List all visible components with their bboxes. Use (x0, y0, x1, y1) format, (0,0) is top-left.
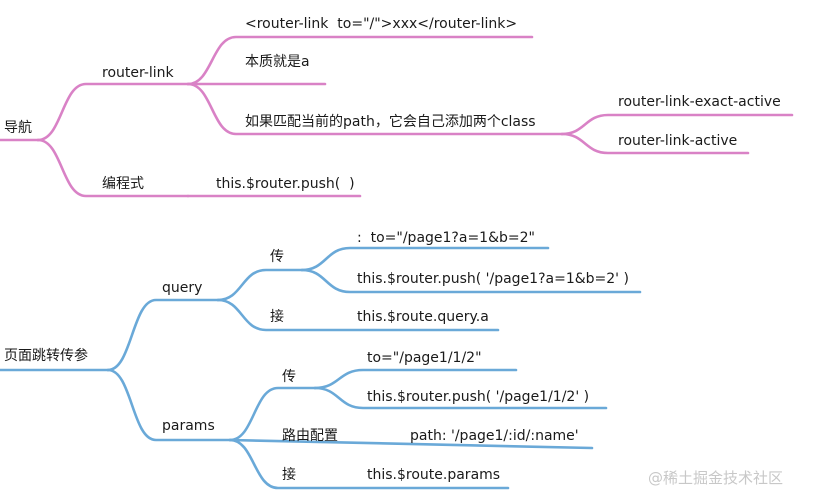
programmatic-label: 编程式 (102, 176, 144, 192)
nav-to-programmatic-line (36, 138, 190, 198)
query-pass-push-label: this.$router.push( '/page1?a=1&b=2' ) (357, 271, 629, 287)
query-pass-label: 传 (270, 249, 284, 265)
query-receive-value: this.$route.query.a (357, 309, 489, 325)
router-link-to-match-line (186, 82, 564, 136)
class-exact-active-label: router-link-exact-active (618, 94, 781, 110)
jump-branch-lines (0, 246, 642, 490)
params-route-config-label: 路由配置 (282, 428, 338, 444)
nav-root-label: 导航 (4, 120, 32, 136)
programmatic-call-label: this.$router.push( ) (216, 176, 355, 192)
params-pass-to-push-line (313, 386, 608, 410)
match-to-active-line (560, 132, 750, 155)
class-active-label: router-link-active (618, 133, 737, 149)
router-link-syntax-label: <router-link to="/">xxx</router-link> (245, 16, 517, 32)
query-to-pass-line (216, 268, 304, 302)
params-to-pass-line (228, 386, 317, 442)
params-to-route-config-line (228, 438, 594, 450)
params-pass-to-attr-line (313, 368, 518, 390)
params-to-receive-line (228, 438, 510, 490)
query-pass-attr-label: : to="/page1?a=1&b=2" (357, 230, 535, 246)
params-label: params (162, 418, 215, 434)
jump-to-params-line (106, 368, 232, 442)
watermark-label: @稀土掘金技术社区 (648, 469, 783, 487)
nav-to-router-link-line (36, 82, 190, 142)
jump-to-query-line (106, 298, 220, 372)
params-receive-value: this.$route.params (367, 467, 500, 483)
params-pass-push-label: this.$router.push( '/page1/1/2' ) (367, 389, 589, 405)
match-to-exact-active-line (560, 113, 794, 136)
query-label: query (162, 280, 202, 296)
query-pass-to-attr-line (300, 246, 550, 272)
query-pass-to-push-line (300, 268, 642, 294)
jump-root-label: 页面跳转传参 (4, 347, 88, 364)
router-link-match-note-label: 如果匹配当前的path，它会自己添加两个class (245, 113, 536, 130)
params-route-config-value: path: '/page1/:id/:name' (410, 428, 579, 444)
nav-branch-lines (0, 35, 794, 198)
router-link-essence-label: 本质就是a (245, 54, 310, 70)
params-pass-label: 传 (282, 369, 296, 385)
params-receive-label: 接 (282, 466, 296, 483)
router-link-to-syntax-line (186, 35, 534, 86)
query-to-receive-line (216, 298, 500, 332)
params-pass-attr-label: to="/page1/1/2" (367, 350, 482, 366)
query-receive-label: 接 (270, 308, 284, 325)
router-link-label: router-link (102, 65, 175, 81)
